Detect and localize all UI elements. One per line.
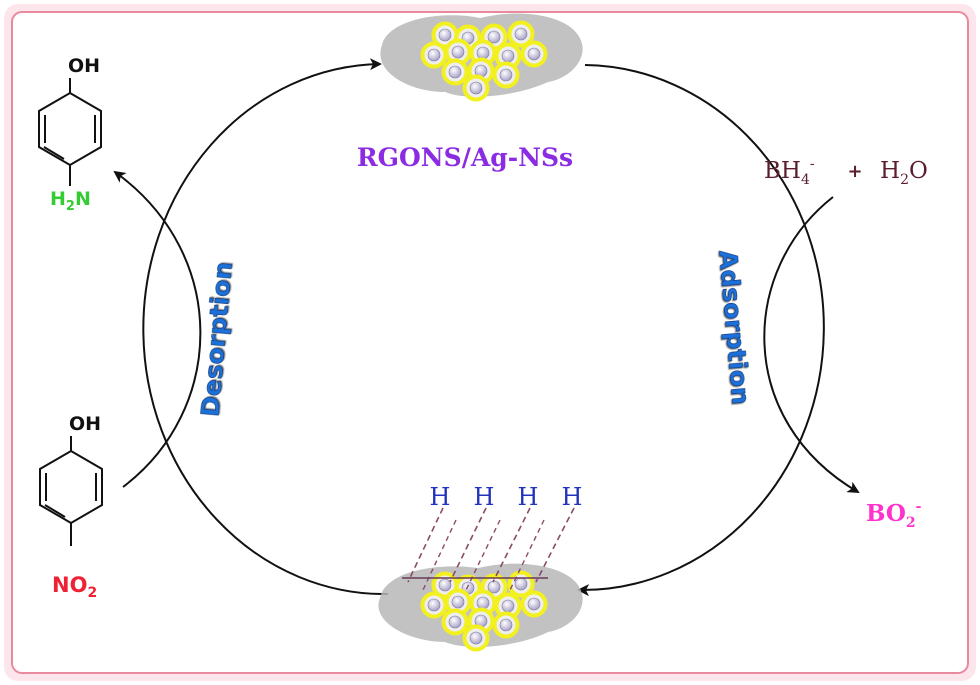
hydrogen-atom-4: H	[562, 483, 583, 511]
catalyst-cluster-top	[380, 13, 583, 102]
aminophenol-oh: OH	[68, 55, 100, 77]
ag-nanoparticle-bottom-core-9	[527, 597, 541, 611]
h-bond-1	[407, 507, 444, 583]
ag-nanoparticle-top-core-4	[514, 27, 528, 41]
ag-nanoparticle-top-core-5	[427, 48, 441, 62]
ag-nanoparticle-bottom-core-10	[448, 615, 462, 629]
borate-formula: BO2-	[866, 499, 922, 531]
nitrophenol-double-bond-3	[44, 504, 66, 518]
ag-nanoparticle-top-core-6	[451, 45, 465, 59]
reagents: BH4- + H2O	[764, 156, 928, 188]
reagent-arc	[763, 196, 860, 494]
aminophenol-molecule: OH H2N	[38, 55, 102, 214]
water-formula: H2O	[880, 158, 928, 188]
ag-nanoparticle-top-core-13	[469, 81, 483, 95]
plus-sign: +	[847, 161, 862, 182]
substrate-arc	[113, 170, 202, 488]
ag-nanoparticle-bottom-core-3	[487, 580, 501, 594]
ag-nanoparticle-bottom-core-5	[427, 598, 441, 612]
cycle-arc-right	[577, 64, 825, 597]
ag-nanoparticle-top-core-1	[438, 28, 452, 42]
amine-group: H2N	[50, 188, 91, 214]
ag-nanoparticle-top-core-3	[487, 30, 501, 44]
h-bond-2	[449, 507, 487, 583]
inner-panel	[11, 11, 969, 674]
hydrogen-atom-1: H	[430, 483, 451, 511]
ag-nanoparticle-bottom-core-13	[469, 631, 483, 645]
hydrogen-atom-3: H	[518, 483, 539, 511]
ag-nanoparticle-bottom-core-7	[476, 596, 490, 610]
catalyst-cluster-bottom	[378, 563, 583, 652]
ag-nanoparticle-bottom-core-1	[438, 578, 452, 592]
ag-nanoparticle-top-core-8	[501, 49, 515, 63]
hydrogen-atom-2: H	[474, 483, 495, 511]
nitro-group: NO2	[52, 573, 97, 601]
h-bond-3	[492, 507, 531, 583]
ag-nanoparticle-bottom-core-8	[501, 599, 515, 613]
ag-nanoparticle-bottom-core-4	[514, 577, 528, 591]
nitrophenol-oh: OH	[69, 413, 101, 435]
nitrophenol-molecule: OH NO2	[39, 413, 103, 601]
cycle-arc-left	[142, 58, 389, 596]
surface-hydrogens: H H H H	[402, 483, 583, 591]
aminophenol-double-bond-3	[43, 146, 65, 160]
ag-nanoparticle-top-core-10	[448, 65, 462, 79]
h-bond-4	[535, 507, 575, 583]
ag-nanoparticle-top-core-9	[527, 47, 541, 61]
catalyst-label: RGONS/Ag-NSs	[357, 143, 573, 172]
ag-nanoparticle-bottom-core-12	[499, 618, 513, 632]
ag-nanoparticle-top-core-12	[499, 68, 513, 82]
ag-nanoparticle-top-core-7	[476, 46, 490, 60]
borohydride-formula: BH4-	[764, 156, 815, 188]
ag-nanoparticle-bottom-core-6	[451, 595, 465, 609]
